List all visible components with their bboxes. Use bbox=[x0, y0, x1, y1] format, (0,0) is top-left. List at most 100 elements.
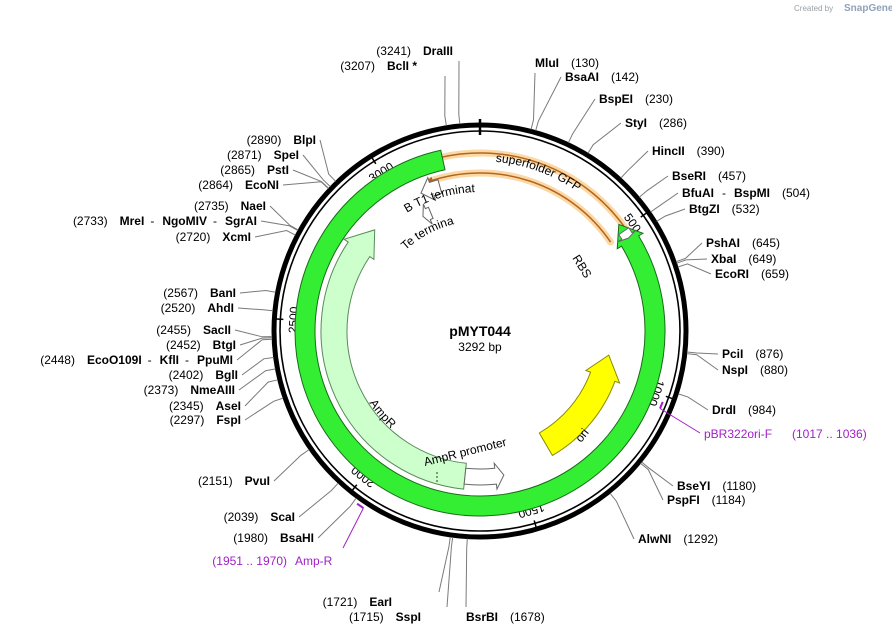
feature-t7te-terminator[interactable] bbox=[422, 203, 434, 225]
orf-gfp-reverse bbox=[425, 172, 612, 243]
site-position: (1721) bbox=[323, 595, 358, 609]
site-pvui[interactable]: PvuI(2151) bbox=[198, 474, 270, 488]
site-bsahi[interactable]: BsaHI (1980) bbox=[233, 531, 314, 545]
site-leader-line bbox=[244, 379, 278, 407]
enzyme-name: NaeI bbox=[241, 199, 266, 213]
site-psti[interactable]: PstI(2865) bbox=[220, 163, 289, 177]
feature-rbs[interactable] bbox=[617, 227, 637, 243]
site-position: (3207) bbox=[340, 59, 375, 73]
site-pshai[interactable]: PshAI(645) bbox=[706, 236, 780, 250]
enzyme-name: PpuMI bbox=[197, 353, 233, 367]
enzyme-name: EcoNI bbox=[245, 178, 279, 192]
site-position: (1678) bbox=[510, 610, 545, 624]
site-pspfi[interactable]: PspFI (1184) bbox=[667, 493, 745, 507]
enzyme-name: KflI bbox=[160, 353, 179, 367]
site-spei[interactable]: SpeI(2871) bbox=[227, 148, 299, 162]
site-bseyi[interactable]: BseYI(1180) bbox=[677, 479, 756, 493]
site-styi[interactable]: StyI(286) bbox=[625, 116, 687, 130]
primer-pbr322ori-f[interactable]: pBR322ori-F(1017 .. 1036) bbox=[704, 427, 867, 441]
site-leader-line bbox=[686, 353, 719, 371]
enzyme-name: BanI bbox=[210, 286, 236, 300]
site-blpi[interactable]: BlpI(2890) bbox=[247, 133, 316, 147]
site-ecori[interactable]: EcoRI(659) bbox=[715, 267, 789, 281]
feature-ampr[interactable] bbox=[320, 229, 467, 490]
site-position: (2735) bbox=[194, 199, 229, 213]
site-position: (1715) bbox=[349, 610, 384, 624]
site-position: (142) bbox=[611, 70, 639, 84]
site-asei[interactable]: AseI(2345) bbox=[169, 399, 241, 413]
enzyme-name: NspI bbox=[722, 363, 748, 377]
feature-superfolder-gfp[interactable] bbox=[294, 149, 666, 517]
site-position: (2864) bbox=[198, 178, 233, 192]
site-position: (1980) bbox=[233, 531, 268, 545]
site-separator: - bbox=[150, 214, 154, 228]
enzyme-name: BfuAI bbox=[682, 186, 714, 200]
site-xbai[interactable]: XbaI(649) bbox=[711, 252, 776, 266]
site-bseri[interactable]: BseRI(457) bbox=[672, 169, 746, 183]
site-sacii[interactable]: SacII(2455) bbox=[156, 323, 231, 337]
site-leader-line bbox=[677, 263, 712, 275]
site-leader-line bbox=[282, 181, 329, 189]
site-position: (645) bbox=[752, 236, 780, 250]
site-position: (2890) bbox=[247, 133, 282, 147]
site-sspi[interactable]: SspI(1715) bbox=[349, 610, 421, 624]
site-pcii[interactable]: PciI(876) bbox=[722, 347, 783, 361]
enzyme-name: PspFI bbox=[667, 493, 700, 507]
snapgene-watermark: Created by SnapGene bbox=[794, 3, 892, 14]
site-separator: - bbox=[185, 353, 189, 367]
site-scai[interactable]: ScaI(2039) bbox=[224, 510, 295, 524]
site-position: (876) bbox=[755, 347, 783, 361]
site-position: (2448) bbox=[40, 353, 75, 367]
site-leader-line bbox=[638, 175, 669, 198]
site-mrei-ngomiv-sgrai[interactable]: SgrAI-NgoMIV-MreI(2733) bbox=[73, 214, 257, 228]
site-naei[interactable]: NaeI (2735) bbox=[194, 199, 266, 213]
site-bfuai-bspmi[interactable]: BfuAI-BspMI(504) bbox=[682, 186, 810, 200]
feature-ampr-promoter[interactable] bbox=[463, 461, 505, 491]
site-ecoo109i-kfli-ppumi[interactable]: PpuMI-KflI-EcoO109I(2448) bbox=[40, 353, 233, 367]
site-alwni[interactable]: AlwNI(1292) bbox=[638, 532, 718, 546]
site-mlui[interactable]: MluI(130) bbox=[535, 56, 599, 70]
site-leader-line bbox=[465, 538, 468, 608]
feature-rrnb-t1-terminator[interactable] bbox=[420, 176, 443, 202]
enzyme-name: ScaI bbox=[270, 510, 295, 524]
site-leader-line bbox=[530, 72, 536, 130]
site-nmeaiii[interactable]: NmeAIII(2373) bbox=[144, 383, 235, 397]
enzyme-name: BsaHI bbox=[280, 531, 314, 545]
site-position: (659) bbox=[761, 267, 789, 281]
primer-pbr322ori-f-leader bbox=[659, 408, 701, 434]
site-hincii[interactable]: HincII(390) bbox=[652, 144, 725, 158]
primer-amp-r[interactable]: (1951 .. 1970)Amp-R bbox=[212, 554, 332, 568]
primer-amp-r-leader bbox=[342, 507, 364, 549]
site-position: (2520) bbox=[161, 301, 196, 315]
site-position: (2373) bbox=[144, 383, 179, 397]
site-bani[interactable]: BanI(2567) bbox=[163, 286, 236, 300]
site-ahdi[interactable]: AhdI(2520) bbox=[161, 301, 234, 315]
site-btgi[interactable]: BtgI(2452) bbox=[166, 338, 236, 352]
enzyme-name: EarI bbox=[369, 595, 392, 609]
feature-label-rbs: RBS bbox=[569, 252, 594, 280]
site-bspei[interactable]: BspEI(230) bbox=[599, 92, 673, 106]
site-bgli[interactable]: BglI(2402) bbox=[169, 368, 238, 382]
site-bcli[interactable]: BclI *(3207) bbox=[340, 59, 417, 73]
feature-ori[interactable] bbox=[538, 354, 621, 457]
site-nspi[interactable]: NspI(880) bbox=[722, 363, 788, 377]
site-bsrbi[interactable]: BsrBI (1678) bbox=[466, 610, 545, 624]
site-eari[interactable]: EarI (1721) bbox=[323, 595, 392, 609]
site-leader-line bbox=[458, 60, 461, 125]
site-position: (1184) bbox=[712, 493, 746, 507]
site-xcmi[interactable]: XcmI(2720) bbox=[176, 230, 251, 244]
site-position: (2871) bbox=[227, 148, 262, 162]
site-draiii[interactable]: DraIII(3241) bbox=[376, 44, 453, 58]
site-btgzi[interactable]: BtgZI(532) bbox=[689, 202, 760, 216]
site-position: (457) bbox=[718, 169, 746, 183]
site-position: (230) bbox=[645, 92, 673, 106]
site-drdi[interactable]: DrdI(984) bbox=[712, 403, 776, 417]
site-econi[interactable]: EcoNI (2864) bbox=[198, 178, 279, 192]
enzyme-name: BsrBI bbox=[466, 610, 498, 624]
site-leader-line bbox=[319, 139, 336, 182]
site-fspi[interactable]: FspI(2297) bbox=[170, 413, 241, 427]
site-bsaai[interactable]: BsaAI(142) bbox=[565, 70, 639, 84]
site-leader-line bbox=[640, 462, 664, 501]
site-position: (2720) bbox=[176, 230, 211, 244]
orf-gfp-forward bbox=[428, 152, 632, 237]
